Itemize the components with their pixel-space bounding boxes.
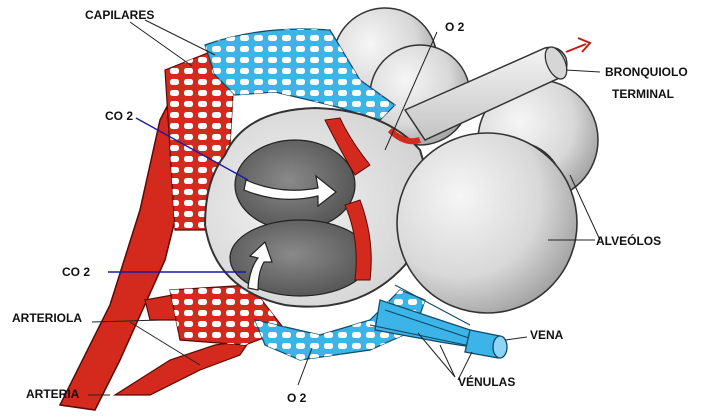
label-o2-bottom: O 2	[287, 391, 307, 405]
cutaway-alveolus	[205, 108, 427, 307]
label-vena: VENA	[530, 328, 564, 342]
label-alveolos: ALVEÓLOS	[596, 233, 661, 248]
alveolus-front-large	[397, 133, 577, 313]
label-o2-top: O 2	[445, 20, 465, 34]
label-venulas: VÉNULAS	[458, 374, 515, 389]
label-bronquiolo-line2: TERMINAL	[612, 87, 674, 101]
label-arteriola: ARTERIOLA	[12, 311, 82, 325]
label-co2-lower: CO 2	[62, 265, 90, 279]
label-arteria: ARTERIA	[26, 387, 80, 401]
label-co2-upper: CO 2	[105, 109, 133, 123]
alveolus-front-group	[397, 133, 577, 313]
label-capilares: CAPILARES	[85, 8, 154, 22]
label-bronquiolo-line1: BRONQUIOLO	[605, 65, 688, 79]
